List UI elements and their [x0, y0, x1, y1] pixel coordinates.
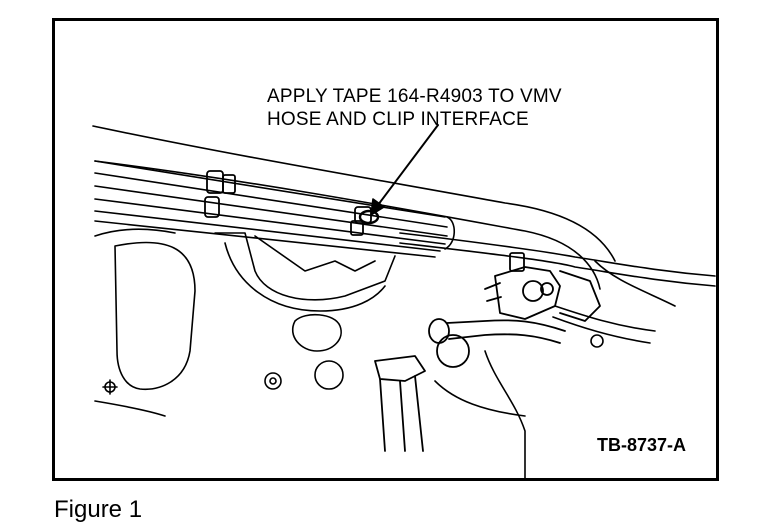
callout-arrow-head — [370, 198, 385, 216]
vmv-valve-assembly — [484, 252, 601, 322]
engine-hose-illustration — [92, 124, 716, 478]
grommet-hole-round — [314, 360, 344, 390]
callout-line-2: HOSE AND CLIP INTERFACE — [267, 109, 529, 130]
callout-text: APPLY TAPE 164-R4903 TO VMV HOSE AND CLI… — [267, 85, 562, 131]
reference-code: TB-8737-A — [596, 435, 686, 455]
figure-frame: APPLY TAPE 164-R4903 TO VMV HOSE AND CLI… — [52, 18, 719, 481]
lower-connector — [374, 318, 566, 452]
fender-panel — [114, 241, 196, 391]
figure-caption: Figure 1 — [54, 496, 143, 523]
center-bracket — [214, 232, 396, 301]
callout-leader-line — [374, 124, 439, 210]
bolts — [102, 334, 604, 395]
grommet-hole-large — [292, 313, 342, 352]
hose-bundle — [94, 160, 456, 258]
hood-edge — [92, 125, 616, 262]
callout-line-1: APPLY TAPE 164-R4903 TO VMV — [267, 86, 562, 107]
vmv-hose — [399, 232, 716, 277]
tape-target — [358, 209, 380, 225]
